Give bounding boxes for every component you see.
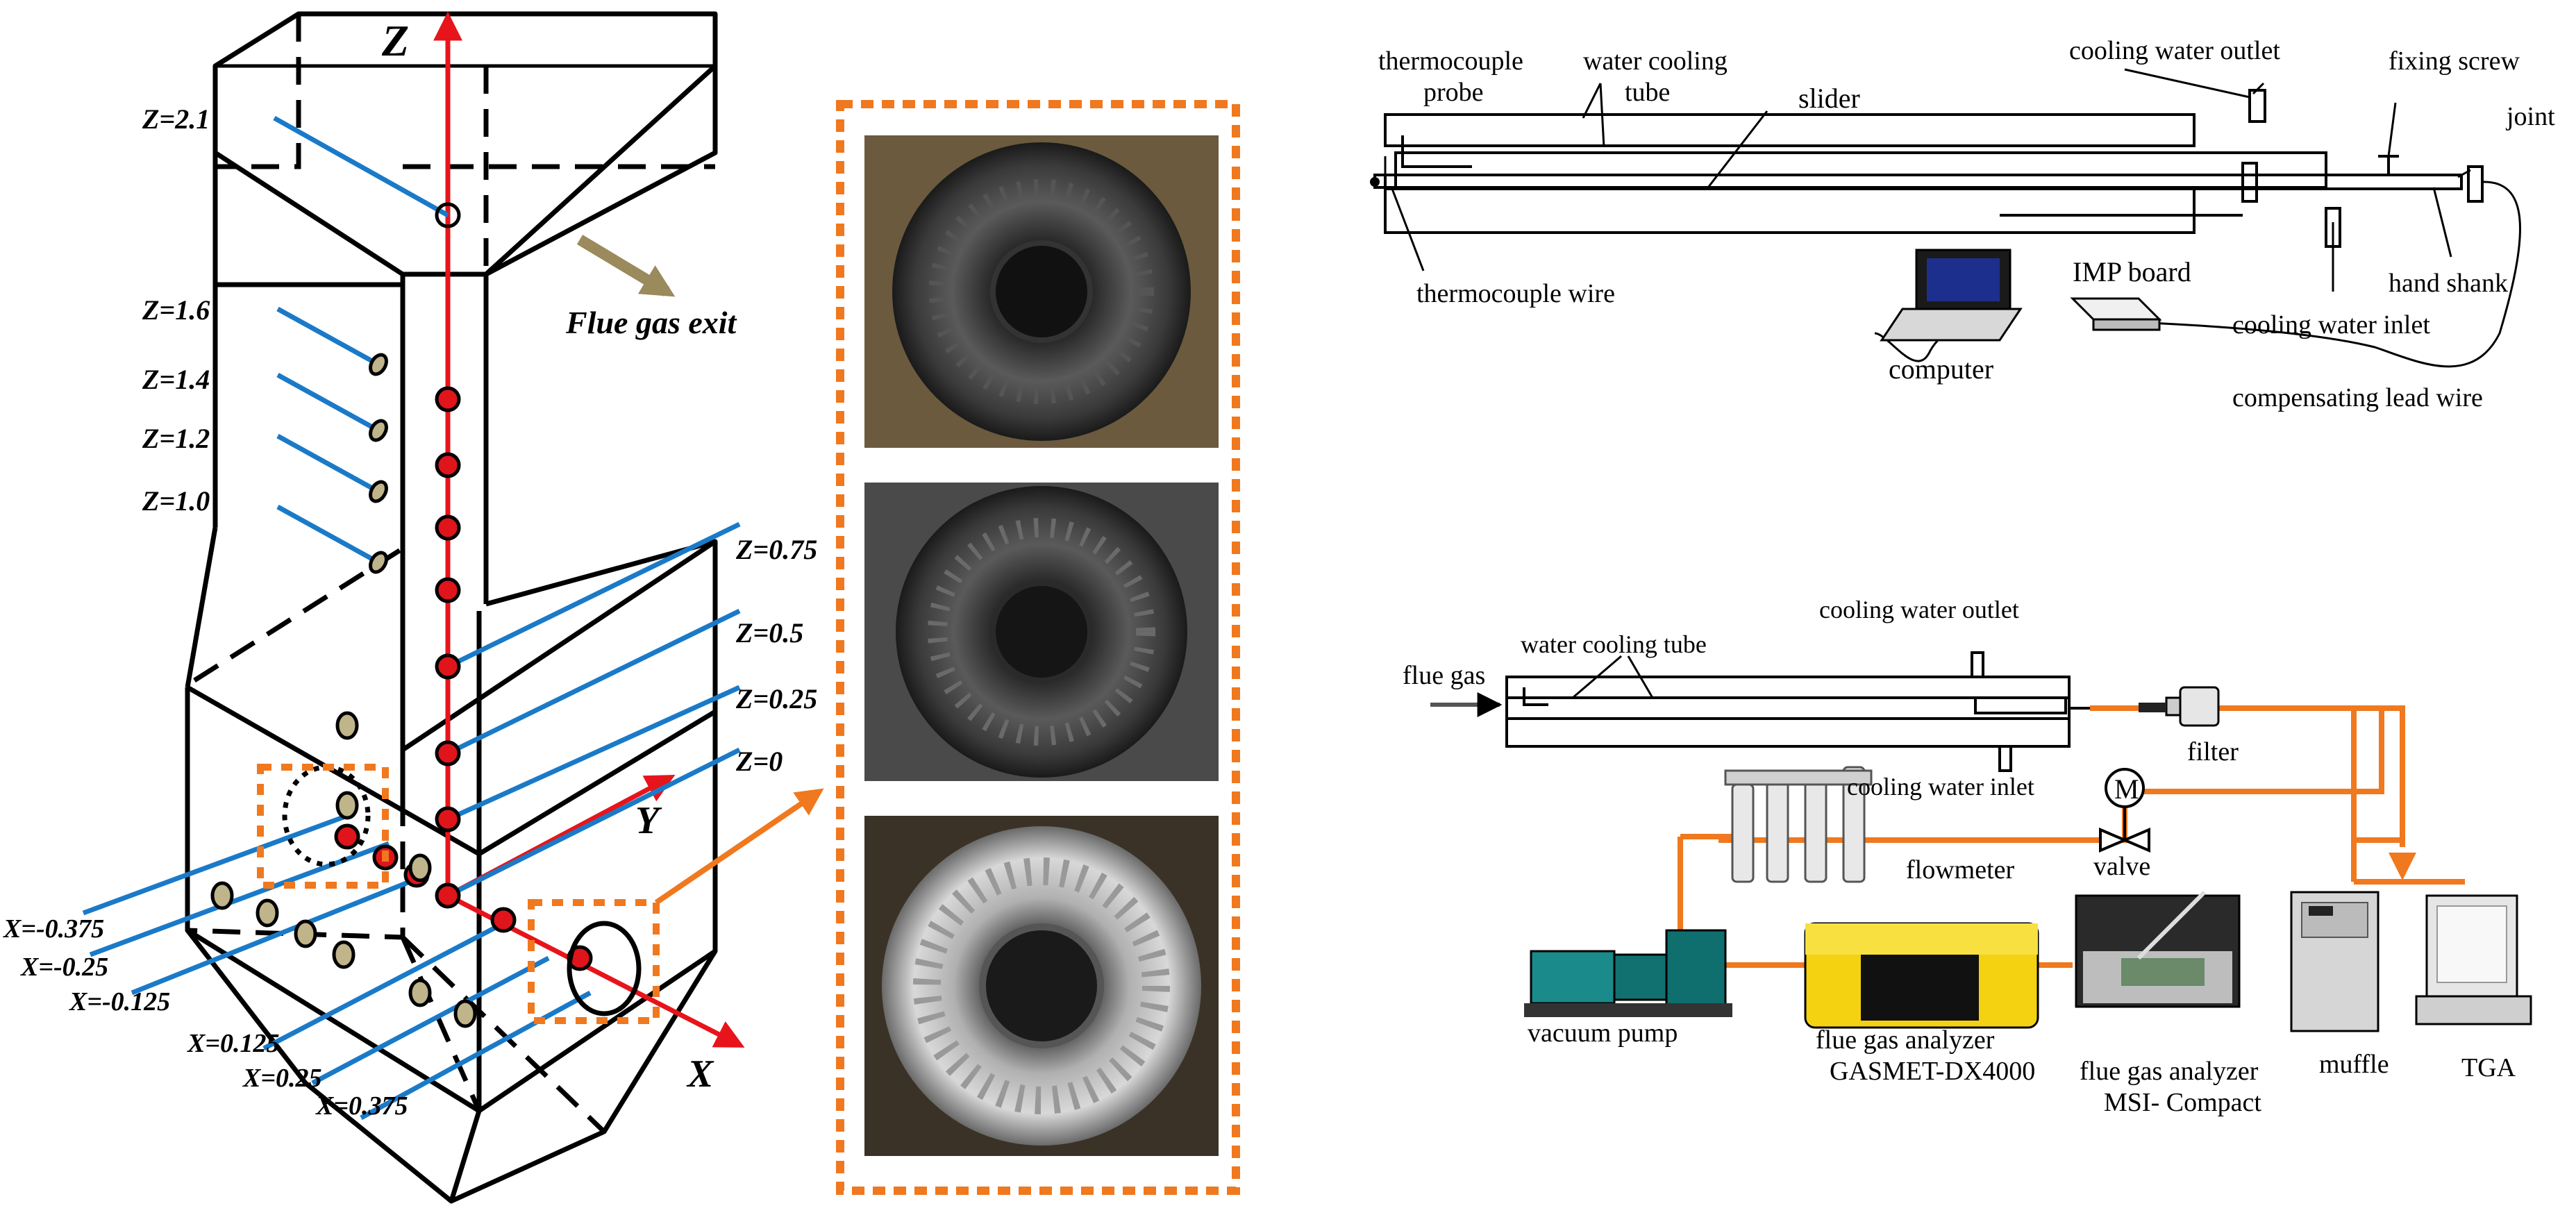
z-label: Z=0: [735, 746, 783, 777]
flowmeter-icon: [1724, 766, 1873, 883]
label-water-cooling-tube: water cooling: [1583, 47, 1728, 76]
label-imp-board: IMP board: [2073, 256, 2191, 287]
tga-icon: [2415, 894, 2532, 1025]
furnace-shell-mid: [185, 527, 716, 798]
x-label: X=-0.125: [69, 987, 170, 1016]
furnace-hidden-edges: [187, 14, 715, 1134]
z-label: Z=1.4: [142, 364, 210, 395]
furnace-diagram: [185, 11, 718, 1204]
x-axis-label: X: [686, 1053, 714, 1096]
label-gasmet-analyzer-2: GASMET-DX4000: [1830, 1057, 2035, 1086]
furnace-hopper: [185, 928, 717, 1204]
label-fixing-screw: fixing screw: [2389, 47, 2520, 76]
z-axis-markers: [334, 202, 593, 971]
x-label: X=0.25: [242, 1064, 322, 1093]
furnace-top-box: [212, 11, 718, 798]
label-cooling-water-inlet: cooling water inlet: [1847, 773, 2034, 801]
motor-icon: M: [2105, 768, 2145, 808]
flue-gas-exit-label: Flue gas exit: [565, 305, 737, 340]
wall-markers: [210, 353, 477, 1028]
label-cooling-water-inlet: cooling water inlet: [2232, 310, 2430, 340]
label-computer: computer: [1889, 353, 1993, 385]
sampling-probe: [1505, 651, 2090, 772]
label-thermocouple-probe: thermocouple: [1378, 47, 1523, 76]
label-msi-analyzer-2: MSI- Compact: [2104, 1088, 2261, 1117]
gasmet-analyzer-icon: [1804, 922, 2039, 1029]
flue-gas-exit-arrow: [576, 235, 676, 297]
label-flowmeter: flowmeter: [1906, 855, 2015, 885]
msi-analyzer-icon: [2075, 890, 2241, 1008]
valve-icon: [2099, 807, 2150, 853]
label-cooling-water-outlet: cooling water outlet: [2069, 36, 2280, 65]
y-axis-label: Y: [635, 799, 662, 842]
motor-label: M: [2114, 773, 2139, 805]
z-label: Z=1.6: [142, 294, 210, 326]
z-label: Z=1.2: [142, 423, 210, 454]
z-axis-label: Z: [381, 16, 409, 65]
z-label: Z=0.5: [735, 617, 803, 648]
label-tga: TGA: [2461, 1053, 2516, 1082]
probe-leaders: [1384, 68, 2471, 292]
probe-lines-lower: [82, 521, 741, 1121]
sampling-leaders: [1572, 655, 1654, 699]
label-muffle: muffle: [2319, 1050, 2389, 1079]
label-hand-shank: hand shank: [2389, 269, 2508, 298]
muffle-icon: [2290, 891, 2380, 1032]
z-label: Z=1.0: [142, 485, 210, 517]
label-gasmet-analyzer: flue gas analyzer: [1816, 1025, 1995, 1055]
label-slider: slider: [1798, 83, 1860, 114]
label-water-cooling-tube-2: tube: [1625, 78, 1670, 107]
label-msi-analyzer: flue gas analyzer: [2080, 1057, 2259, 1086]
computer-icon: [1880, 249, 2023, 342]
probe-lines-upper: [273, 115, 449, 565]
label-compensating-lead-wire: compensating lead wire: [2232, 383, 2483, 412]
label-filter: filter: [2187, 737, 2239, 766]
x-label: X=0.375: [315, 1091, 408, 1121]
x-label: X=-0.25: [20, 953, 108, 982]
burner-photo-panel: [836, 100, 1240, 1195]
label-flue-gas: flue gas: [1403, 661, 1485, 690]
burner-photo: [864, 483, 1219, 781]
burner-port-right: [528, 788, 824, 1024]
burner-photo: [864, 816, 1219, 1156]
vacuum-pump-icon: [1524, 929, 1732, 1017]
label-water-cooling-tube: water cooling tube: [1521, 630, 1707, 658]
burner-port-left: [257, 764, 389, 889]
label-joint: joint: [2505, 102, 2555, 131]
x-label: X=-0.375: [3, 914, 104, 944]
z-label: Z=0.75: [735, 534, 817, 565]
label-vacuum-pump: vacuum pump: [1528, 1019, 1678, 1048]
filter-icon: [2139, 686, 2220, 727]
label-thermocouple-wire: thermocouple wire: [1416, 279, 1615, 308]
probe-diagram: [1370, 89, 2521, 368]
z-label: Z=2.1: [142, 103, 210, 135]
furnace-tall-left: [212, 153, 489, 604]
label-cooling-water-outlet: cooling water outlet: [1819, 596, 2019, 623]
x-label: X=0.125: [187, 1029, 280, 1058]
label-valve: valve: [2093, 852, 2150, 881]
burner-photo: [864, 135, 1219, 448]
imp-board-icon: [2070, 297, 2162, 331]
label-thermocouple-probe-2: probe: [1423, 78, 1484, 107]
z-label: Z=0.25: [735, 683, 817, 714]
